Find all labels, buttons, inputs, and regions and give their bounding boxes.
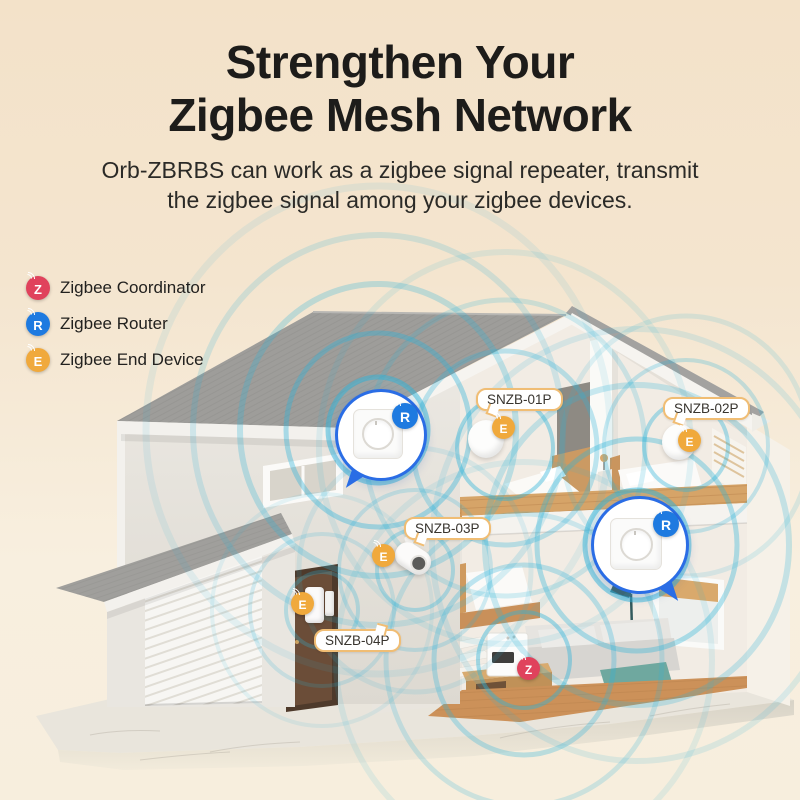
sensor-1-label: SNZB-01P [476,388,563,418]
router-1-letter: R [399,409,411,425]
legend-label-end-device: Zigbee End Device [60,350,204,369]
sensor-4-badge-icon: E [291,592,314,615]
subtitle-line-1: Orb-ZBRBS can work as a zigbee signal re… [101,156,699,183]
sensor-1-badge-icon: E [492,416,515,439]
main-roof [117,306,771,448]
eave-fascia [117,421,352,441]
sensor-2-badge-icon: E [678,429,701,452]
coordinator-hub-badge-icon: Z [517,657,540,680]
ripples-door-sensor [210,492,434,728]
marble-veins [89,703,731,761]
sensor-3-letter: E [379,549,388,564]
living-room-floor [428,676,747,722]
garage-door [144,552,263,706]
sensor-2-letter: E [685,434,694,449]
page-subtitle: Orb-ZBRBS can work as a zigbee signal re… [0,155,800,216]
legend-label-coordinator: Zigbee Coordinator [60,278,206,297]
bedroom-divider-wall [590,336,612,475]
router-letter: R [33,317,43,333]
roller-blind-window-upstairs [712,428,746,494]
router-callout-2: R [591,496,689,606]
title-line-2: Zigbee Mesh Network [168,89,632,142]
router-badge-icon: R [26,312,50,336]
coordinator-letter: Z [34,281,42,297]
sensor-4-label: SNZB-04P [314,622,401,652]
camera-body [390,537,436,580]
right-exterior-wall [747,424,790,706]
ripples-coordinator [333,459,715,800]
front-window [263,453,343,508]
gable-roof-strip [566,306,764,419]
sensor-2-label: SNZB-02P [663,397,750,427]
hub-letter: Z [524,662,533,677]
garage [56,513,295,707]
router-dial [362,418,394,450]
dial-mark [634,531,636,535]
title-line-1: Strengthen Your [225,36,575,88]
router-2-letter: R [660,517,672,533]
end-device-badge-icon: E [26,348,50,372]
sensor-1-letter: E [499,421,508,436]
nightstand-lamp [598,454,612,493]
dial-mark [375,421,377,425]
page-title: Strengthen Your Zigbee Mesh Network [0,36,800,143]
legend-item-router: R Zigbee Router [26,312,206,336]
legend-label-router: Zigbee Router [60,314,168,333]
sensor-3-badge-icon: E [372,544,395,567]
camera-lens-icon [406,551,431,576]
subtitle-line-2: the zigbee signal among your zigbee devi… [167,187,633,214]
router-2-badge-icon: R [653,511,679,537]
router-callout-1: R [335,389,427,493]
camera-sensor [388,535,440,586]
header: Strengthen Your Zigbee Mesh Network Orb-… [0,36,800,215]
router-1-badge-icon: R [392,403,418,429]
router-device-1 [353,409,403,459]
sensor-3-label: SNZB-03P [404,517,491,547]
legend-item-coordinator: Z Zigbee Coordinator [26,276,206,300]
router-dial [620,528,653,561]
legend-item-end-device: E Zigbee End Device [26,348,206,372]
door-sensor-magnet [325,591,334,616]
sensor-4-letter: E [298,597,307,612]
coordinator-badge-icon: Z [26,276,50,300]
garage-fascia [104,534,295,612]
end-device-letter: E [33,353,43,369]
legend: Z Zigbee Coordinator R Zigbee Router E Z… [26,276,206,384]
roof-ridge [312,311,567,316]
fascia-tip [752,413,771,432]
